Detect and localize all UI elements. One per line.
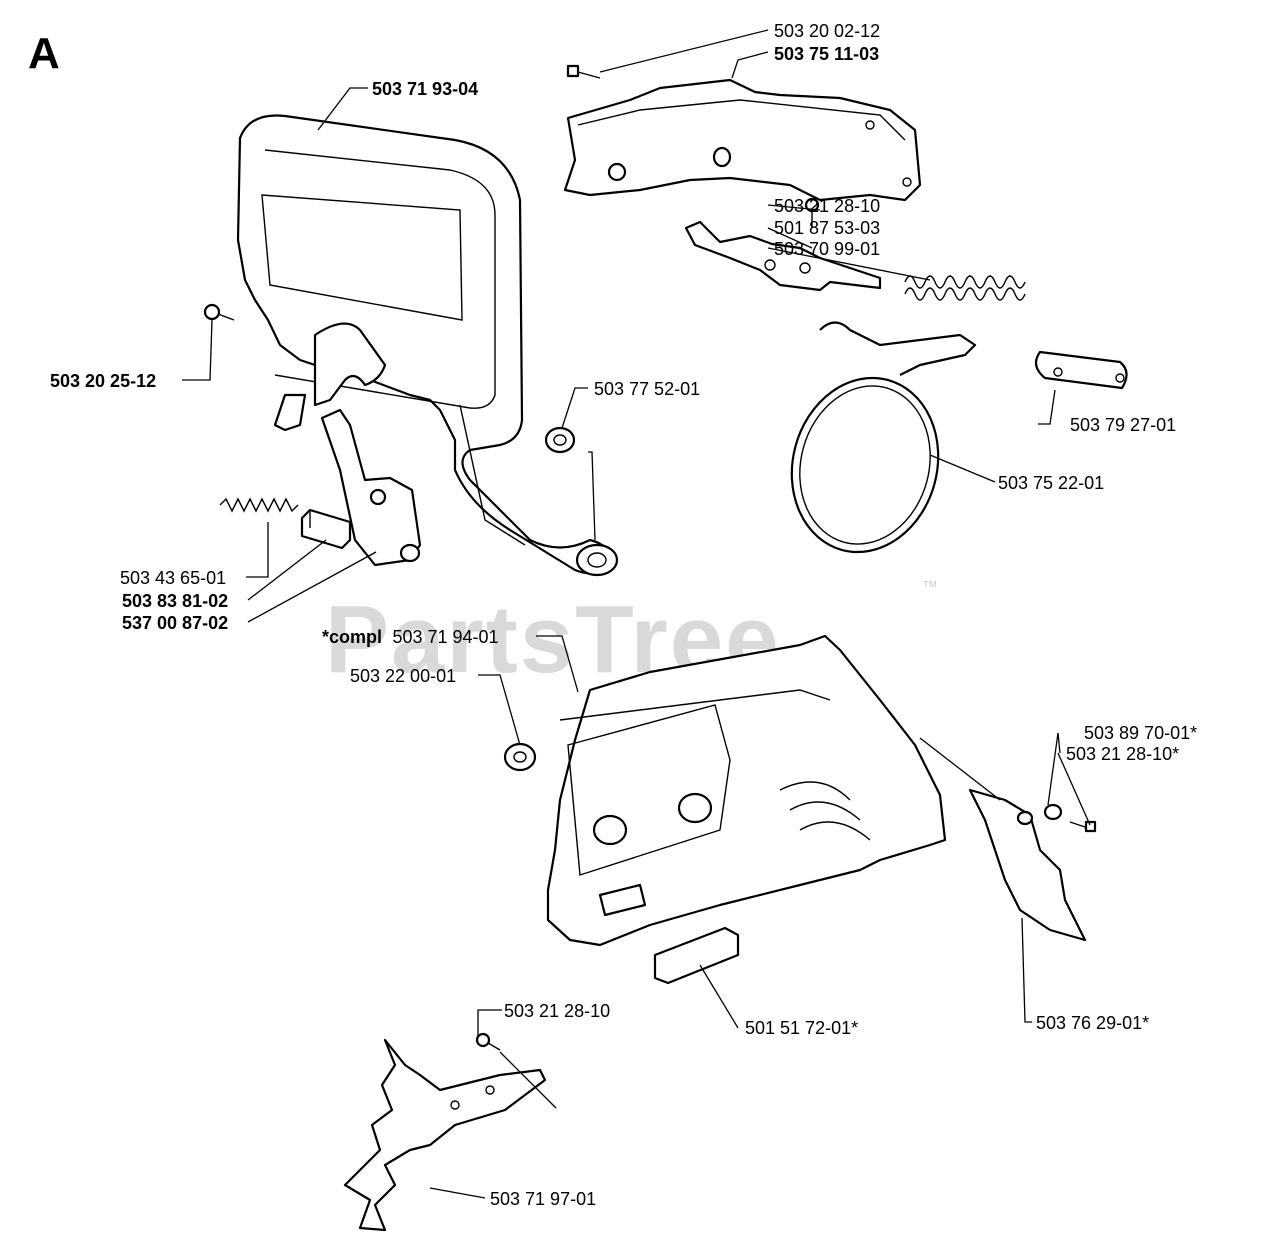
section-letter: A [28,29,60,78]
block-503-83-81-02 [300,508,352,550]
deflector-503-76-29-01 [968,788,1087,942]
label-537-00-87-02[interactable]: 537 00 87-02 [122,613,228,633]
front-hand-guard [236,114,619,577]
screw-503-21-28-10-upper [804,197,820,228]
screw-503-20-02-12 [566,64,601,79]
label-compl-prefix: *compl [322,627,382,647]
label-503-77-52-01[interactable]: 503 77 52-01 [594,379,700,399]
chain-cover [546,634,947,947]
label-503-79-27-01[interactable]: 503 79 27-01 [1070,415,1176,435]
leader-lines [182,29,1091,1199]
label-503-21-28-10-lower[interactable]: 503 21 28-10 [504,1001,610,1021]
trademark-symbol: ™ [922,579,938,596]
label-503-71-93-04[interactable]: 503 71 93-04 [372,79,478,99]
label-503-43-65-01[interactable]: 503 43 65-01 [120,568,226,588]
label-503-21-28-10-upper[interactable]: 503 21 28-10 [774,196,880,216]
label-503-83-81-02[interactable]: 503 83 81-02 [122,591,228,611]
label-503-76-29-01[interactable]: 503 76 29-01* [1036,1013,1149,1033]
label-503-22-00-01[interactable]: 503 22 00-01 [350,666,456,686]
label-503-21-28-10-right[interactable]: 503 21 28-10* [1066,744,1179,764]
label-503-20-02-12[interactable]: 503 20 02-12 [774,21,880,41]
label-503-75-22-01[interactable]: 503 75 22-01 [998,473,1104,493]
label-503-20-25-12[interactable]: 503 20 25-12 [50,371,156,391]
screw-503-20-25-12 [203,303,235,321]
label-501-51-72-01[interactable]: 501 51 72-01* [745,1018,858,1038]
label-compl-503-71-94-01[interactable]: *compl 503 71 94-01 [322,627,499,647]
bushing-503-77-52-01 [544,426,576,454]
screw-503-21-28-10-lower [475,1032,501,1051]
label-503-89-70-01[interactable]: 503 89 70-01* [1084,723,1197,743]
label-503-70-99-01[interactable]: 503 70 99-01 [774,239,880,259]
brake-band-503-75-22-01 [790,321,977,554]
spring-503-70-99-01 [904,275,1026,301]
spring-503-43-65-01 [219,497,299,513]
label-503-71-97-01[interactable]: 503 71 97-01 [490,1189,596,1209]
brake-lever [320,408,422,567]
label-503-75-11-03[interactable]: 503 75 11-03 [774,44,879,64]
label-501-87-53-03[interactable]: 501 87 53-03 [774,218,880,238]
bushing-503-22-00-01 [503,742,537,772]
label-503-71-94-01: 503 71 94-01 [392,627,498,647]
brake-cover-top [563,78,922,202]
bumper-spike-503-71-97-01 [343,1038,547,1232]
brake-link-501-87-53-03 [684,220,882,292]
chain-guide-501-51-72-01 [653,926,740,985]
nut-screw-right [1043,803,1097,833]
plate-503-79-27-01 [1034,350,1128,390]
part-labels: 503 20 02-12 503 75 11-03 503 71 93-04 5… [50,21,1197,1209]
